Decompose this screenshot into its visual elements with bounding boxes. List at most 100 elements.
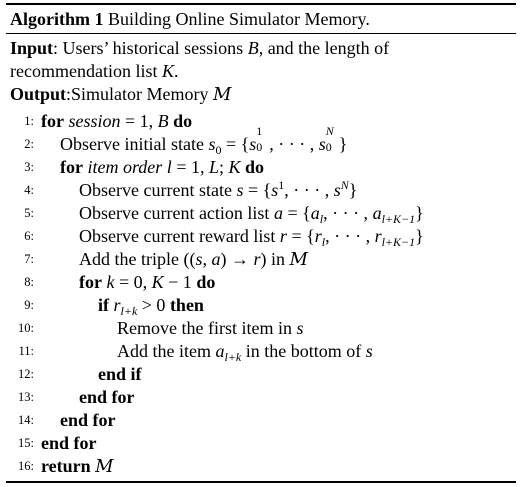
var-m: M bbox=[95, 456, 114, 477]
caption-title: Building Online Simulator Memory. bbox=[108, 9, 370, 29]
text: } bbox=[415, 226, 424, 246]
input-var-b: B bbox=[247, 38, 259, 58]
var-b: B bbox=[157, 111, 169, 131]
text: = { bbox=[243, 180, 272, 200]
line-number: 15: bbox=[18, 436, 34, 450]
then-keyword: then bbox=[169, 295, 204, 315]
subscript: l+k bbox=[224, 350, 242, 364]
output-text: :Simulator Memory bbox=[66, 84, 214, 104]
text: ; bbox=[218, 157, 229, 177]
do-keyword: do bbox=[173, 111, 193, 131]
superscript: N bbox=[340, 178, 349, 192]
text: = 1, bbox=[171, 157, 209, 177]
output-keyword: Output bbox=[10, 84, 67, 104]
var-k: K bbox=[228, 157, 241, 177]
text: in the bottom of bbox=[241, 341, 366, 361]
text: , · · · , bbox=[284, 180, 334, 200]
line-number: 11: bbox=[18, 344, 34, 358]
line-number: 12: bbox=[18, 367, 34, 381]
text: Observe initial state bbox=[60, 134, 209, 154]
text: − 1 bbox=[163, 272, 197, 292]
subscript: l bbox=[321, 235, 326, 249]
text: , · · · , bbox=[325, 226, 375, 246]
text: } bbox=[338, 134, 348, 154]
text: Add the item bbox=[117, 341, 216, 361]
line-number: 6: bbox=[24, 229, 34, 243]
return-keyword: return bbox=[41, 456, 91, 476]
text: = { bbox=[221, 134, 250, 154]
var-item-order: item order l bbox=[87, 157, 172, 177]
line-number: 7: bbox=[24, 252, 34, 266]
line-number: 2: bbox=[24, 137, 34, 151]
text: = 0, bbox=[114, 272, 152, 292]
var-s: s bbox=[365, 341, 373, 361]
output-line: Output:Simulator Memory M bbox=[10, 82, 231, 107]
input-text-1: : Users’ historical sessions bbox=[53, 38, 248, 58]
do-keyword: do bbox=[245, 157, 265, 177]
do-keyword: do bbox=[196, 272, 216, 292]
line-number: 5: bbox=[24, 206, 34, 220]
text: , · · · , bbox=[323, 203, 373, 223]
var-s: s bbox=[236, 180, 244, 200]
superscript: 1 bbox=[256, 124, 263, 138]
var-s: s bbox=[333, 180, 341, 200]
line-number: 14: bbox=[18, 413, 34, 427]
input-period: . bbox=[173, 61, 179, 81]
text: , · · · , bbox=[269, 134, 319, 154]
end-if-keyword: end if bbox=[98, 364, 142, 384]
end-for-keyword: end for bbox=[60, 410, 116, 430]
line-number: 3: bbox=[24, 160, 34, 174]
superscript: N bbox=[325, 124, 334, 138]
input-line-2: recommendation list K. bbox=[10, 59, 178, 83]
var-a: a bbox=[211, 249, 221, 269]
var-l: L bbox=[208, 157, 219, 177]
top-rule bbox=[6, 3, 516, 5]
line-number: 8: bbox=[24, 275, 34, 289]
var-r: r bbox=[279, 226, 287, 246]
var-a: a bbox=[273, 203, 283, 223]
subscript: l bbox=[319, 212, 324, 226]
var-r: r bbox=[253, 249, 261, 269]
subscript: 0 bbox=[215, 143, 222, 157]
var-r: r bbox=[314, 226, 322, 246]
caption-rule bbox=[6, 33, 516, 34]
subscript: 0 bbox=[325, 140, 332, 154]
caption-label: Algorithm 1 bbox=[10, 9, 104, 29]
var-s: s bbox=[296, 318, 304, 338]
end-for-keyword: end for bbox=[79, 387, 135, 407]
var-r: r bbox=[374, 226, 382, 246]
text: = 1, bbox=[120, 111, 158, 131]
var-a: a bbox=[215, 341, 225, 361]
var-m: M bbox=[289, 249, 308, 270]
text: } bbox=[348, 180, 358, 200]
text: ) in bbox=[260, 249, 290, 269]
line-number: 13: bbox=[18, 390, 34, 404]
var-a: a bbox=[310, 203, 320, 223]
input-keyword: Input bbox=[10, 38, 54, 58]
text: > 0 bbox=[137, 295, 170, 315]
text: ) → bbox=[220, 249, 254, 269]
subscript: l+K−1 bbox=[381, 235, 416, 249]
output-var-m: M bbox=[213, 84, 232, 105]
for-keyword: for bbox=[79, 272, 102, 292]
subscript: 0 bbox=[256, 140, 263, 154]
for-keyword: for bbox=[60, 157, 83, 177]
var-s: s bbox=[318, 134, 326, 154]
text: Remove the first item in bbox=[117, 318, 297, 338]
var-K: K bbox=[151, 272, 164, 292]
if-keyword: if bbox=[98, 295, 109, 315]
var-s: s bbox=[249, 134, 257, 154]
var-s: s bbox=[271, 180, 279, 200]
var-s: s bbox=[208, 134, 216, 154]
line-number: 10: bbox=[18, 321, 34, 335]
line-number: 16: bbox=[18, 459, 34, 473]
bottom-rule bbox=[6, 481, 516, 483]
text: = { bbox=[282, 203, 311, 223]
line-number: 1: bbox=[24, 114, 34, 128]
var-a: a bbox=[372, 203, 382, 223]
text: = { bbox=[286, 226, 315, 246]
text: Observe current state bbox=[79, 180, 237, 200]
algorithm-caption: Algorithm 1 Building Online Simulator Me… bbox=[10, 6, 370, 32]
